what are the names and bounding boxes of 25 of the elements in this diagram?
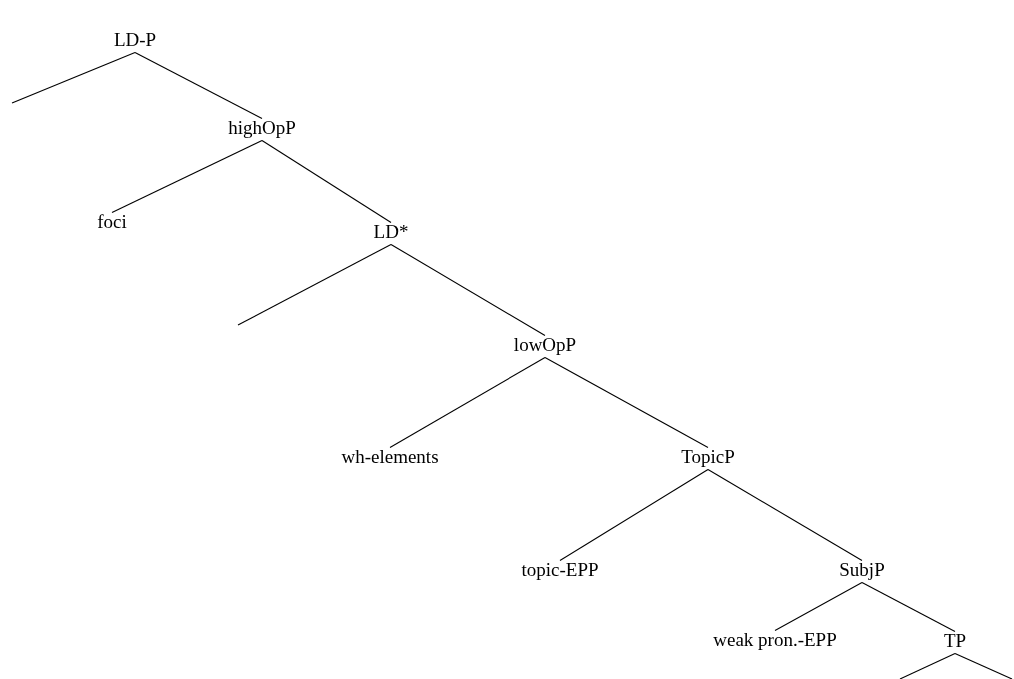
- branch-line: [861, 581, 956, 633]
- branch-line: [544, 356, 709, 449]
- tree-node-label: weak pron.-EPP: [713, 629, 837, 651]
- tree-node-label: topic-EPP: [521, 559, 599, 581]
- branch-line: [390, 243, 546, 337]
- branch-line: [899, 652, 956, 679]
- branch-line: [774, 581, 863, 632]
- tree-node-label: LD*: [373, 221, 409, 243]
- branch-line: [11, 51, 136, 104]
- tree-node-label: TopicP: [681, 446, 735, 468]
- tree-node-label: wh-elements: [341, 446, 439, 468]
- branch-line: [111, 139, 263, 214]
- tree-node-label: highOpP: [228, 117, 296, 139]
- branch-line: [707, 468, 863, 562]
- tree-node-label: SubjP: [839, 559, 885, 581]
- branch-line: [559, 468, 709, 562]
- branch-line: [954, 652, 1013, 679]
- tree-node-label: TP: [943, 630, 967, 652]
- tree-node-label: lowOpP: [513, 334, 577, 356]
- tree-node-label: LD-P: [113, 29, 157, 51]
- tree-node-label: foci: [97, 211, 127, 233]
- branch-line: [134, 51, 263, 120]
- branch-line: [389, 356, 546, 449]
- branch-line: [261, 139, 392, 224]
- branch-line: [237, 243, 392, 326]
